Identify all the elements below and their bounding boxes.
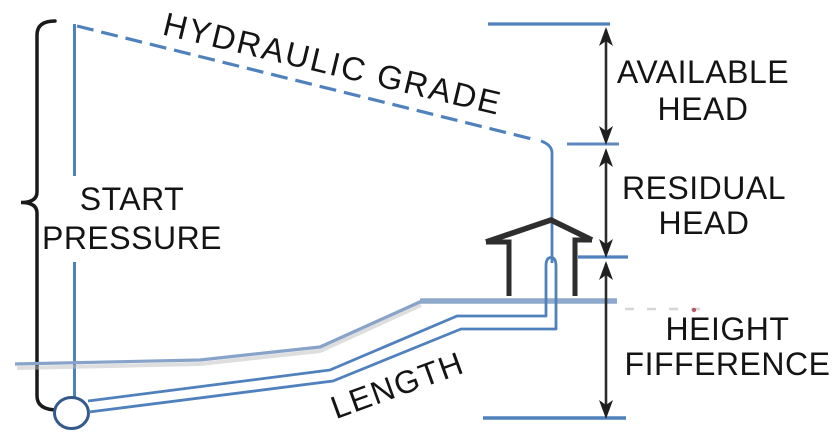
- arrowhead-up-icon: [599, 27, 613, 46]
- source-circle: [53, 396, 90, 430]
- hydraulic-grade-line: [76, 24, 537, 142]
- house-symbol: [485, 217, 594, 296]
- residual-head-label: RESIDUAL HEAD: [621, 170, 787, 241]
- house-right-wall: [572, 237, 592, 296]
- terrain-shadow: [16, 303, 422, 370]
- house-left-wall: [486, 239, 512, 296]
- available-head-label: AVAILABLE HEAD: [616, 54, 790, 127]
- stray-dot: [691, 307, 697, 313]
- terrain-line-left: [14, 299, 423, 366]
- dimension-arrows: [599, 27, 613, 419]
- start-pressure-label: START PRESSURE: [41, 181, 223, 256]
- house-roof: [485, 217, 594, 245]
- start-pressure-brace: [20, 19, 60, 412]
- arrowhead-down-icon: [599, 239, 613, 258]
- arrowheads: [599, 27, 613, 419]
- arrowhead-down-icon: [599, 126, 613, 145]
- height-difference-label: HEIGHT FIFFERENCE: [624, 311, 831, 382]
- residual-head-drop-line: [540, 139, 554, 263]
- arrowhead-up-icon: [599, 261, 613, 280]
- pipe-outline: [87, 256, 558, 414]
- arrowhead-down-icon: [599, 400, 613, 419]
- arrowhead-up-icon: [599, 148, 613, 167]
